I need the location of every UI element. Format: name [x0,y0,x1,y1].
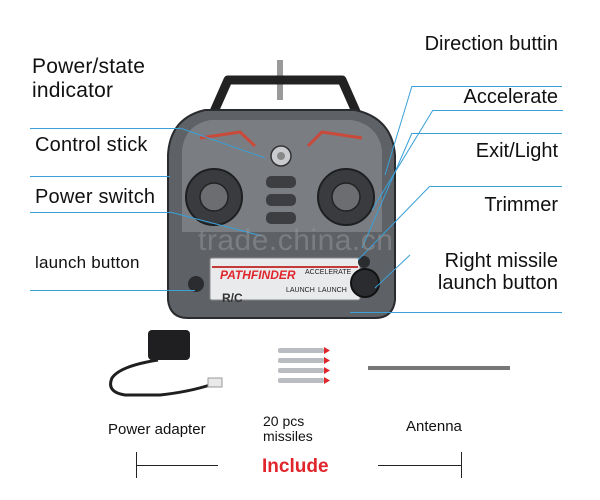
power-indicator-center [277,152,285,160]
panel-stripe [212,266,358,268]
leader-right-missile [374,254,411,289]
label-power-switch: Power switch [35,186,156,208]
missiles-group [278,347,330,384]
panel-launch-right: LAUNCH [318,287,347,294]
power-adapter-cable [109,358,211,397]
leader-launch-horizontal [30,290,195,291]
leader-accelerate-horizontal [433,110,563,111]
power-adapter-body [148,330,190,360]
label-trimmer: Trimmer [484,194,558,216]
label-control-stick: Control stick [35,134,148,156]
power-adapter-plug [207,377,223,388]
label-left-launch-button: launch button [35,253,140,272]
red-accent-left [199,130,257,148]
leader-right-missile-horizontal [350,312,562,313]
panel-accelerate: ACCELERATE [305,269,352,276]
caption-power-adapter: Power adapter [108,421,206,438]
label-right-missile-launch-button: Right missile launch button [437,250,558,294]
leader-accelerate [371,109,434,211]
label-direction-button: Direction buttin [424,33,558,55]
red-accent-right [306,130,363,148]
caption-missiles: 20 pcs missiles [263,413,313,444]
leader-power-switch-horizontal [30,212,170,213]
leader-control-stick-horizontal [30,128,180,129]
left-stick-knob [199,182,229,212]
caption-antenna: Antenna [406,418,462,435]
center-button-2 [266,194,296,206]
label-exit-light: Exit/Light [475,140,558,162]
leader-control-stick [179,127,266,159]
leader-trimmer-horizontal [430,186,562,187]
leader-trimmer [357,185,431,261]
bracket-left-bar [136,465,218,466]
bracket-right-tick [461,452,462,478]
leader-power-horizontal [30,176,170,177]
leader-power-switch [169,211,263,237]
bracket-right-bar [378,465,462,466]
panel-brand: PATHFINDER [220,268,296,282]
left-missile-button [188,276,204,292]
panel-launch-left: LAUNCH [286,287,315,294]
right-stick-knob [331,182,361,212]
antenna-accessory [368,366,510,370]
include-label: Include [262,456,329,477]
center-button-3 [266,212,296,224]
controller-handle [200,75,370,134]
trimmer-knob [358,256,370,268]
label-power-state-indicator: Power/state indicator [32,55,146,102]
leader-direction-horizontal [412,86,562,87]
watermark: trade.china.cn [198,224,394,257]
leader-direction [384,85,413,176]
leader-exit [361,132,413,249]
label-accelerate: Accelerate [463,86,559,108]
center-button-1 [266,176,296,188]
panel-rc: R/C [222,291,243,305]
right-missile-button [350,268,380,298]
leader-exit-horizontal [412,133,562,134]
